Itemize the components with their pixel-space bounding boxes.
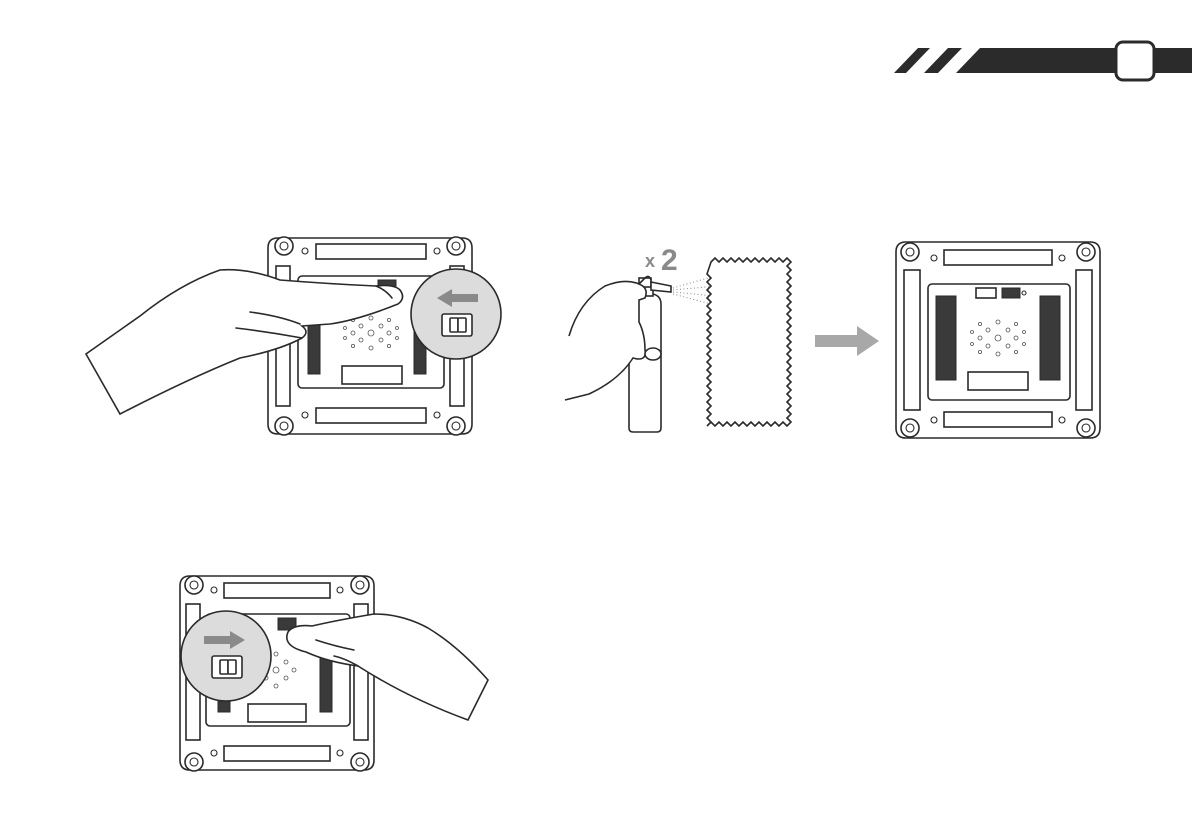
cleaning-cloth-icon [707, 258, 791, 426]
next-step-arrow-icon [815, 326, 881, 356]
step-open-switch-illustration [80, 228, 500, 438]
switch-detail-magnifier [181, 611, 271, 701]
spray-multiplier-prefix: x [645, 251, 655, 271]
robot-with-cloth-illustration [894, 240, 1104, 440]
chapter-header-band [880, 40, 1192, 82]
step-number-badge [1116, 42, 1154, 80]
switch-detail-magnifier [411, 269, 501, 359]
spray-multiplier-count: 2 [661, 244, 678, 277]
step-close-switch-illustration [178, 570, 498, 775]
step-spray-cloth-illustration: x 2 [565, 240, 810, 440]
